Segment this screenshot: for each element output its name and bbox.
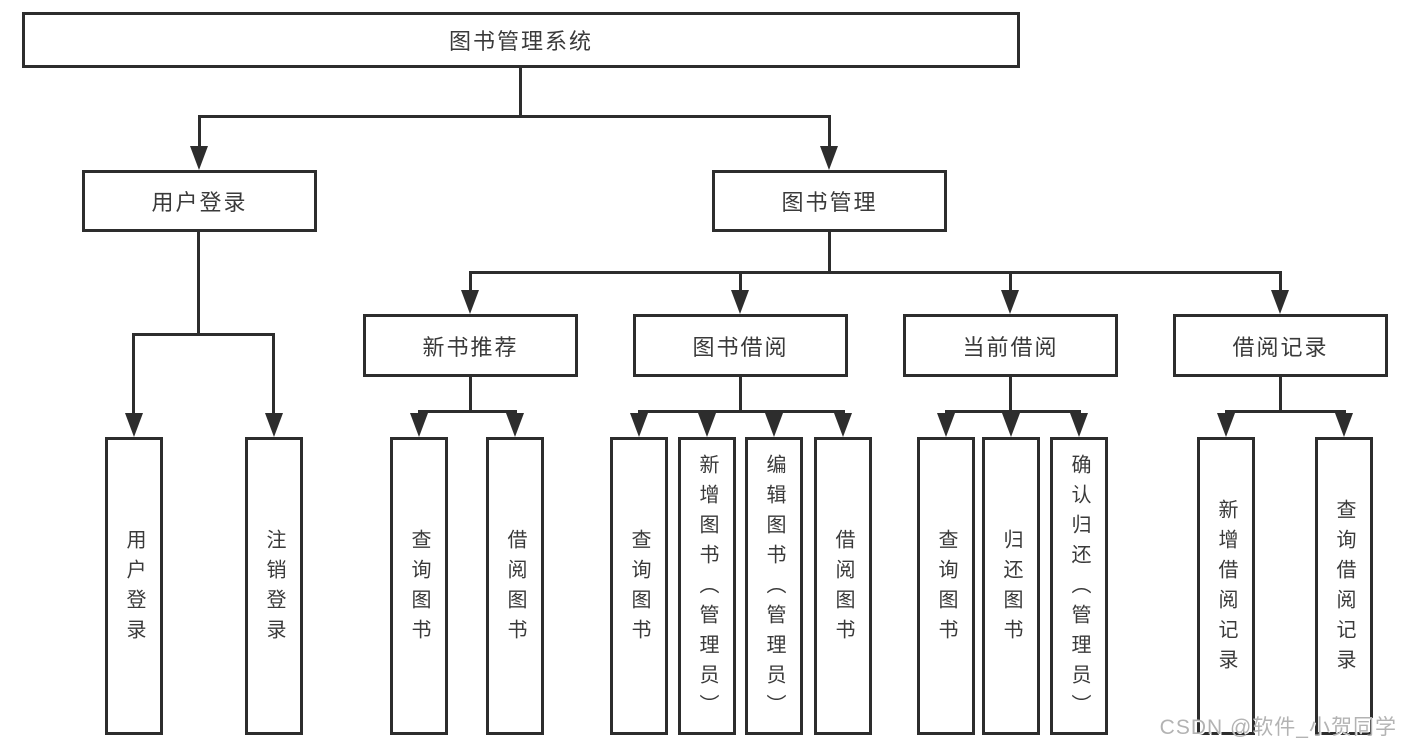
connector-line: [469, 271, 472, 293]
arrow-down-icon: [1335, 413, 1353, 437]
arrow-down-icon: [834, 413, 852, 437]
leaf-add-books-admin: 新增图书（管理员）: [678, 437, 736, 735]
connector-line: [1279, 375, 1282, 413]
leaf-add-borrow-record: 新增借阅记录: [1197, 437, 1255, 735]
leaf-query-books-current: 查询图书: [917, 437, 975, 735]
leaf-borrow-books: 借阅图书: [814, 437, 872, 735]
leaf-return-books: 归还图书: [982, 437, 1040, 735]
connector-line: [132, 333, 275, 336]
connector-line: [1009, 271, 1012, 293]
leaf-user-login: 用户登录: [105, 437, 163, 735]
leaf-query-books-borrow: 查询图书: [610, 437, 668, 735]
connector-line: [272, 333, 275, 415]
node-library-system: 图书管理系统: [22, 12, 1020, 68]
csdn-watermark: CSDN @软件_小贺同学: [1159, 716, 1397, 739]
connector-line: [198, 115, 831, 118]
arrow-down-icon: [765, 413, 783, 437]
arrow-down-icon: [125, 413, 143, 437]
leaf-confirm-return-admin: 确认归还（管理员）: [1050, 437, 1108, 735]
connector-line: [1225, 410, 1346, 413]
connector-line: [469, 271, 1282, 274]
arrow-down-icon: [410, 413, 428, 437]
connector-line: [828, 115, 831, 150]
node-borrow-record: 借阅记录: [1173, 314, 1388, 377]
leaf-edit-books-admin: 编辑图书（管理员）: [745, 437, 803, 735]
arrow-down-icon: [630, 413, 648, 437]
arrow-down-icon: [1217, 413, 1235, 437]
connector-line: [197, 229, 200, 336]
arrow-down-icon: [937, 413, 955, 437]
arrow-down-icon: [265, 413, 283, 437]
connector-line: [198, 115, 201, 150]
arrow-down-icon: [1070, 413, 1088, 437]
arrow-down-icon: [1002, 413, 1020, 437]
leaf-query-books-recommend: 查询图书: [390, 437, 448, 735]
node-current-borrow: 当前借阅: [903, 314, 1118, 377]
connector-line: [1009, 375, 1012, 413]
arrow-down-icon: [1001, 290, 1019, 314]
leaf-logout: 注销登录: [245, 437, 303, 735]
arrow-down-icon: [461, 290, 479, 314]
connector-line: [519, 66, 522, 118]
connector-line: [1279, 271, 1282, 293]
arrow-down-icon: [820, 146, 838, 170]
node-user-login: 用户登录: [82, 170, 317, 232]
connector-line: [945, 410, 1081, 413]
connector-line: [469, 375, 472, 413]
node-book-management: 图书管理: [712, 170, 947, 232]
connector-line: [132, 333, 135, 415]
connector-line: [739, 271, 742, 293]
connector-line: [828, 229, 831, 274]
arrow-down-icon: [190, 146, 208, 170]
leaf-borrow-books-recommend: 借阅图书: [486, 437, 544, 735]
arrow-down-icon: [698, 413, 716, 437]
connector-line: [638, 410, 845, 413]
node-book-borrow: 图书借阅: [633, 314, 848, 377]
connector-line: [739, 375, 742, 413]
leaf-query-borrow-record: 查询借阅记录: [1315, 437, 1373, 735]
connector-line: [418, 410, 517, 413]
arrow-down-icon: [731, 290, 749, 314]
arrow-down-icon: [1271, 290, 1289, 314]
arrow-down-icon: [506, 413, 524, 437]
node-new-book-recommend: 新书推荐: [363, 314, 578, 377]
